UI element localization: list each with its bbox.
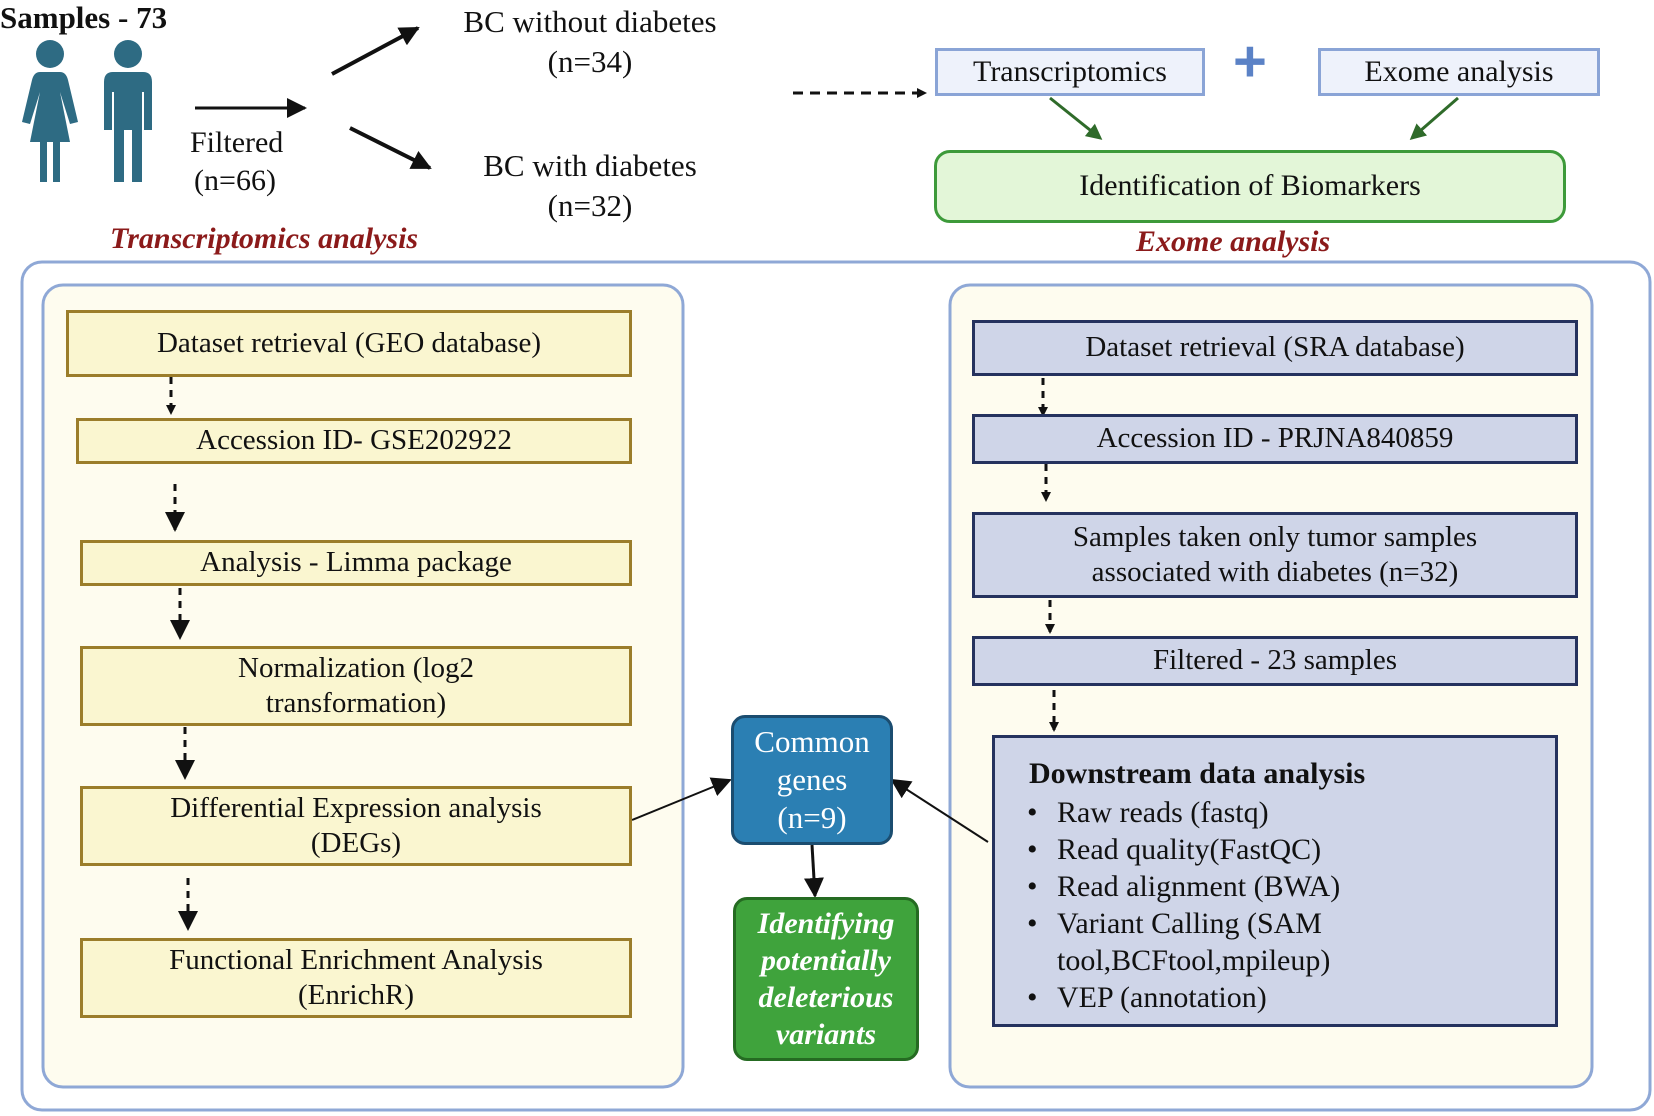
left-step-4-line1: Normalization (log2	[238, 651, 474, 684]
left-step-2-text: Accession ID- GSE202922	[196, 424, 512, 457]
downstream-item: VEP (annotation)	[995, 979, 1555, 1016]
downstream-title: Downstream data analysis	[1029, 757, 1366, 790]
group-with-diabetes: BC with diabetes (n=32)	[430, 146, 750, 226]
left-step-1: Dataset retrieval (GEO database)	[66, 310, 632, 377]
variants-line4: variants	[775, 1018, 877, 1051]
arrow-transcriptomics-to-biomarkers	[1049, 96, 1103, 140]
arrow-to-with	[349, 126, 432, 170]
arrow-exome-to-biomarkers	[1409, 96, 1459, 140]
transcriptomics-box: Transcriptomics	[935, 48, 1205, 96]
filtered-label: Filtered (n=66)	[190, 124, 284, 200]
variants-box: Identifying potentially deleterious vari…	[733, 897, 919, 1061]
left-step-3: Analysis - Limma package	[80, 540, 632, 586]
group-without-count: (n=34)	[547, 44, 633, 79]
samples-label: Samples - 73	[0, 0, 168, 35]
variants-line3: deleterious	[758, 981, 894, 1014]
left-step-2: Accession ID- GSE202922	[76, 418, 632, 464]
right-step-3-line2: associated with diabetes (n=32)	[1091, 556, 1459, 588]
left-step-5-line1: Differential Expression analysis	[170, 791, 542, 824]
downstream-item: Read quality(FastQC)	[995, 831, 1555, 868]
arrow-to-without	[331, 26, 420, 76]
group-with-count: (n=32)	[547, 188, 633, 223]
left-step-5-line2: (DEGs)	[310, 827, 402, 859]
exome-box: Exome analysis	[1318, 48, 1600, 96]
downstream-list: Raw reads (fastq) Read quality(FastQC) R…	[995, 794, 1555, 1016]
right-step-2: Accession ID - PRJNA840859	[972, 414, 1578, 464]
female-person-icon	[22, 40, 78, 182]
exome-title: Exome analysis	[1136, 225, 1331, 258]
plus-sign: +	[1233, 29, 1267, 94]
common-genes-line2: genes	[776, 762, 848, 797]
left-step-5: Differential Expression analysis (DEGs)	[80, 786, 632, 866]
common-genes-line1: Common	[754, 724, 870, 759]
left-step-6-line1: Functional Enrichment Analysis	[169, 943, 543, 976]
group-without-label: BC without diabetes	[463, 4, 717, 39]
arrow-degs-to-common	[631, 777, 732, 821]
variants-line1: Identifying	[757, 907, 895, 940]
filtered-text: Filtered	[190, 126, 284, 159]
downstream-item: Raw reads (fastq)	[995, 794, 1555, 831]
group-with-label: BC with diabetes	[483, 148, 697, 183]
right-step-2-text: Accession ID - PRJNA840859	[1096, 422, 1454, 455]
common-genes-line3: (n=9)	[777, 800, 847, 835]
left-step-6-line2: (EnrichR)	[298, 979, 414, 1011]
left-step-1-text: Dataset retrieval (GEO database)	[156, 326, 542, 359]
right-step-1: Dataset retrieval (SRA database)	[972, 320, 1578, 376]
downstream-box: Downstream data analysis Raw reads (fast…	[992, 735, 1558, 1027]
arrow-downstream-to-common	[890, 778, 989, 843]
left-step-6: Functional Enrichment Analysis (EnrichR)	[80, 938, 632, 1018]
right-step-1-text: Dataset retrieval (SRA database)	[1085, 331, 1465, 364]
right-step-3: Samples taken only tumor samples associa…	[972, 512, 1578, 598]
right-step-4-text: Filtered - 23 samples	[1152, 644, 1398, 677]
left-step-3-text: Analysis - Limma package	[200, 546, 512, 579]
right-step-3-line1: Samples taken only tumor samples	[1072, 520, 1478, 553]
right-step-4: Filtered - 23 samples	[972, 636, 1578, 686]
variants-line2: potentially	[761, 944, 891, 977]
common-genes-box: Common genes (n=9)	[731, 715, 893, 845]
biomarkers-box: Identification of Biomarkers	[934, 150, 1566, 223]
arrow-common-to-variants	[803, 844, 824, 898]
group-without-diabetes: BC without diabetes (n=34)	[420, 2, 760, 82]
male-person-icon	[104, 40, 152, 182]
downstream-item: Variant Calling (SAM tool,BCFtool,mpileu…	[995, 905, 1387, 979]
left-step-4-line2: transformation)	[265, 687, 447, 719]
downstream-item: Read alignment (BWA)	[995, 868, 1555, 905]
transcriptomics-title: Transcriptomics analysis	[110, 222, 419, 255]
left-step-4: Normalization (log2 transformation)	[80, 646, 632, 726]
filtered-count: (n=66)	[194, 164, 276, 197]
